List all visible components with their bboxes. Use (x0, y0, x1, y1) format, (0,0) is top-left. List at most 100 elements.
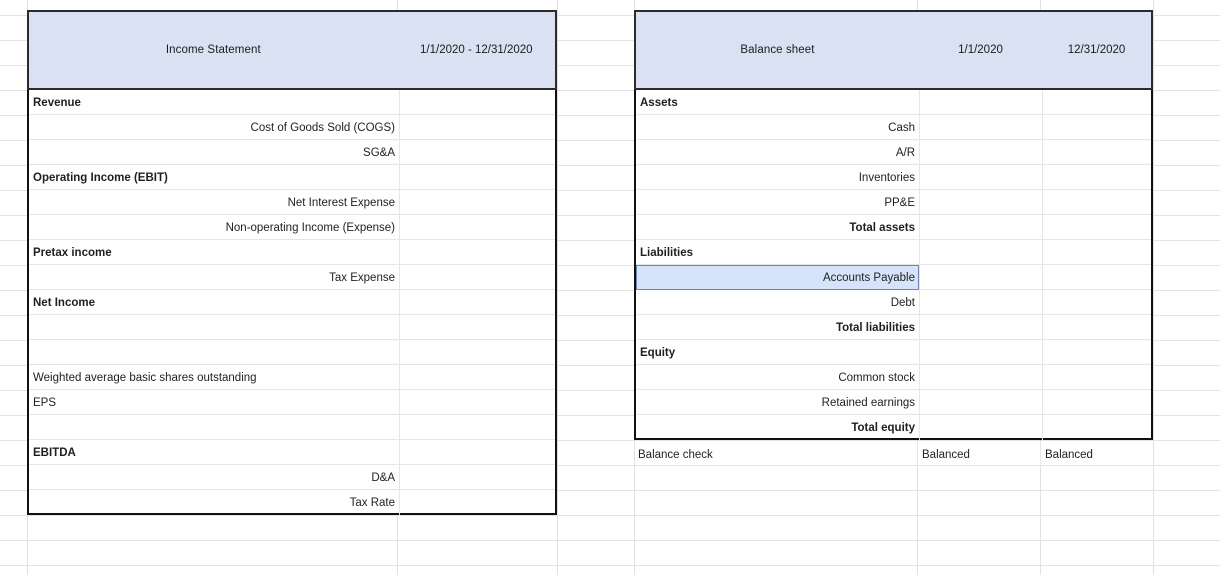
income-statement-row-value[interactable] (399, 115, 555, 140)
income-statement-row-label[interactable] (29, 340, 399, 365)
income-statement-row-label[interactable]: D&A (371, 471, 395, 484)
balance-sheet-row-value-col2[interactable] (1042, 390, 1151, 415)
balance-sheet-row-value-col1[interactable] (919, 290, 1042, 315)
balance-sheet-row[interactable]: Accounts Payable (636, 265, 1151, 290)
income-statement-row-value[interactable] (399, 240, 555, 265)
balance-sheet-row-value-col1[interactable] (919, 90, 1042, 115)
income-statement-row[interactable]: Weighted average basic shares outstandin… (29, 365, 555, 390)
income-statement-row[interactable]: Revenue (29, 90, 555, 115)
balance-sheet-row-value-col2[interactable] (1042, 215, 1151, 240)
balance-sheet-row[interactable]: PP&E (636, 190, 1151, 215)
balance-sheet-row-value-col2[interactable] (1042, 415, 1151, 440)
income-statement-row[interactable]: Tax Expense (29, 265, 555, 290)
income-statement-row[interactable]: Net Interest Expense (29, 190, 555, 215)
balance-sheet-row-value-col2[interactable] (1042, 265, 1151, 290)
balance-sheet-row[interactable]: Total liabilities (636, 315, 1151, 340)
balance-sheet-row[interactable]: Equity (636, 340, 1151, 365)
balance-sheet-row[interactable]: Debt (636, 290, 1151, 315)
balance-check-row[interactable]: Balance check Balanced Balanced (634, 442, 1153, 467)
income-statement-row-value[interactable] (399, 315, 555, 340)
balance-sheet-row-value-col2[interactable] (1042, 290, 1151, 315)
balance-sheet-row-value-col1[interactable] (919, 265, 1042, 290)
income-statement-row[interactable]: Pretax income (29, 240, 555, 265)
balance-sheet-row-label[interactable]: Inventories (858, 171, 915, 184)
income-statement-row-label[interactable] (29, 415, 399, 440)
balance-sheet-row-value-col2[interactable] (1042, 90, 1151, 115)
income-statement-row-value[interactable] (399, 340, 555, 365)
income-statement-row-value[interactable] (399, 440, 555, 465)
income-statement-row-value[interactable] (399, 365, 555, 390)
income-statement-row[interactable]: Non-operating Income (Expense) (29, 215, 555, 240)
balance-sheet-row-value-col1[interactable] (919, 190, 1042, 215)
income-statement-row-label[interactable]: Pretax income (33, 246, 112, 259)
income-statement-row-label[interactable] (29, 315, 399, 340)
income-statement-row-value[interactable] (399, 90, 555, 115)
income-statement-row-label[interactable]: SG&A (363, 146, 395, 159)
balance-sheet-row-value-col2[interactable] (1042, 240, 1151, 265)
balance-sheet-row[interactable]: Assets (636, 90, 1151, 115)
balance-sheet-row[interactable]: Total equity (636, 415, 1151, 440)
balance-sheet-row-label[interactable]: Total liabilities (835, 321, 915, 334)
income-statement-row-value[interactable] (399, 490, 555, 515)
income-statement-row[interactable] (29, 415, 555, 440)
income-statement-row[interactable] (29, 315, 555, 340)
income-statement-row-label[interactable]: Cost of Goods Sold (COGS) (250, 121, 395, 134)
income-statement-row[interactable]: EPS (29, 390, 555, 415)
income-statement-row[interactable]: Tax Rate (29, 490, 555, 515)
balance-sheet-row-label[interactable]: PP&E (884, 196, 915, 209)
income-statement-row-label[interactable]: Non-operating Income (Expense) (225, 221, 395, 234)
balance-sheet-row-value-col1[interactable] (919, 240, 1042, 265)
balance-sheet-row-value-col1[interactable] (919, 365, 1042, 390)
income-statement-row[interactable]: Cost of Goods Sold (COGS) (29, 115, 555, 140)
income-statement-row-label[interactable]: EPS (33, 396, 57, 409)
balance-sheet-row[interactable]: Total assets (636, 215, 1151, 240)
income-statement-row-value[interactable] (399, 140, 555, 165)
balance-sheet-row-value-col1[interactable] (919, 390, 1042, 415)
income-statement-row-value[interactable] (399, 165, 555, 190)
balance-sheet-row-value-col1[interactable] (919, 340, 1042, 365)
balance-sheet-row-label[interactable]: Cash (888, 121, 915, 134)
balance-sheet-row-value-col1[interactable] (919, 315, 1042, 340)
balance-sheet-row[interactable]: Liabilities (636, 240, 1151, 265)
balance-sheet-row-label[interactable]: Equity (640, 346, 676, 359)
income-statement-row-value[interactable] (399, 390, 555, 415)
income-statement-row[interactable]: D&A (29, 465, 555, 490)
income-statement-row-label[interactable]: Net Income (33, 296, 95, 309)
balance-sheet-row-label[interactable]: Assets (640, 96, 678, 109)
income-statement-row[interactable]: Net Income (29, 290, 555, 315)
income-statement-row[interactable]: Operating Income (EBIT) (29, 165, 555, 190)
income-statement-row-label[interactable]: Tax Rate (349, 496, 395, 509)
balance-sheet-row[interactable]: Cash (636, 115, 1151, 140)
balance-sheet-row-value-col2[interactable] (1042, 365, 1151, 390)
balance-sheet-row-label[interactable]: Liabilities (640, 246, 694, 259)
balance-sheet-row[interactable]: Retained earnings (636, 390, 1151, 415)
balance-sheet-row-label[interactable]: Total equity (851, 421, 915, 434)
income-statement-row-value[interactable] (399, 265, 555, 290)
income-statement-row[interactable] (29, 340, 555, 365)
balance-sheet-row-value-col2[interactable] (1042, 315, 1151, 340)
income-statement-row-label[interactable]: Weighted average basic shares outstandin… (33, 371, 257, 384)
balance-sheet-row-value-col1[interactable] (919, 165, 1042, 190)
balance-sheet-row-label[interactable]: Debt (890, 296, 915, 309)
balance-sheet-row[interactable]: Inventories (636, 165, 1151, 190)
balance-sheet-row[interactable]: A/R (636, 140, 1151, 165)
income-statement-row-label[interactable]: EBITDA (33, 446, 76, 459)
income-statement-row-value[interactable] (399, 215, 555, 240)
balance-sheet-row-value-col1[interactable] (919, 415, 1042, 440)
balance-sheet-row-label[interactable]: Common stock (838, 371, 915, 384)
balance-sheet-row-label[interactable]: A/R (895, 146, 915, 159)
income-statement-row[interactable]: SG&A (29, 140, 555, 165)
income-statement-row[interactable]: EBITDA (29, 440, 555, 465)
balance-sheet-row-label[interactable]: Retained earnings (821, 396, 915, 409)
income-statement-row-value[interactable] (399, 415, 555, 440)
income-statement-row-value[interactable] (399, 465, 555, 490)
balance-sheet-row-value-col2[interactable] (1042, 115, 1151, 140)
income-statement-row-value[interactable] (399, 190, 555, 215)
balance-sheet-row-value-col2[interactable] (1042, 165, 1151, 190)
balance-sheet-row-value-col1[interactable] (919, 140, 1042, 165)
balance-sheet-row-value-col2[interactable] (1042, 190, 1151, 215)
income-statement-row-label[interactable]: Tax Expense (329, 271, 395, 284)
balance-sheet-row-value-col2[interactable] (1042, 140, 1151, 165)
income-statement-row-label[interactable]: Operating Income (EBIT) (33, 171, 168, 184)
balance-sheet-row[interactable]: Common stock (636, 365, 1151, 390)
